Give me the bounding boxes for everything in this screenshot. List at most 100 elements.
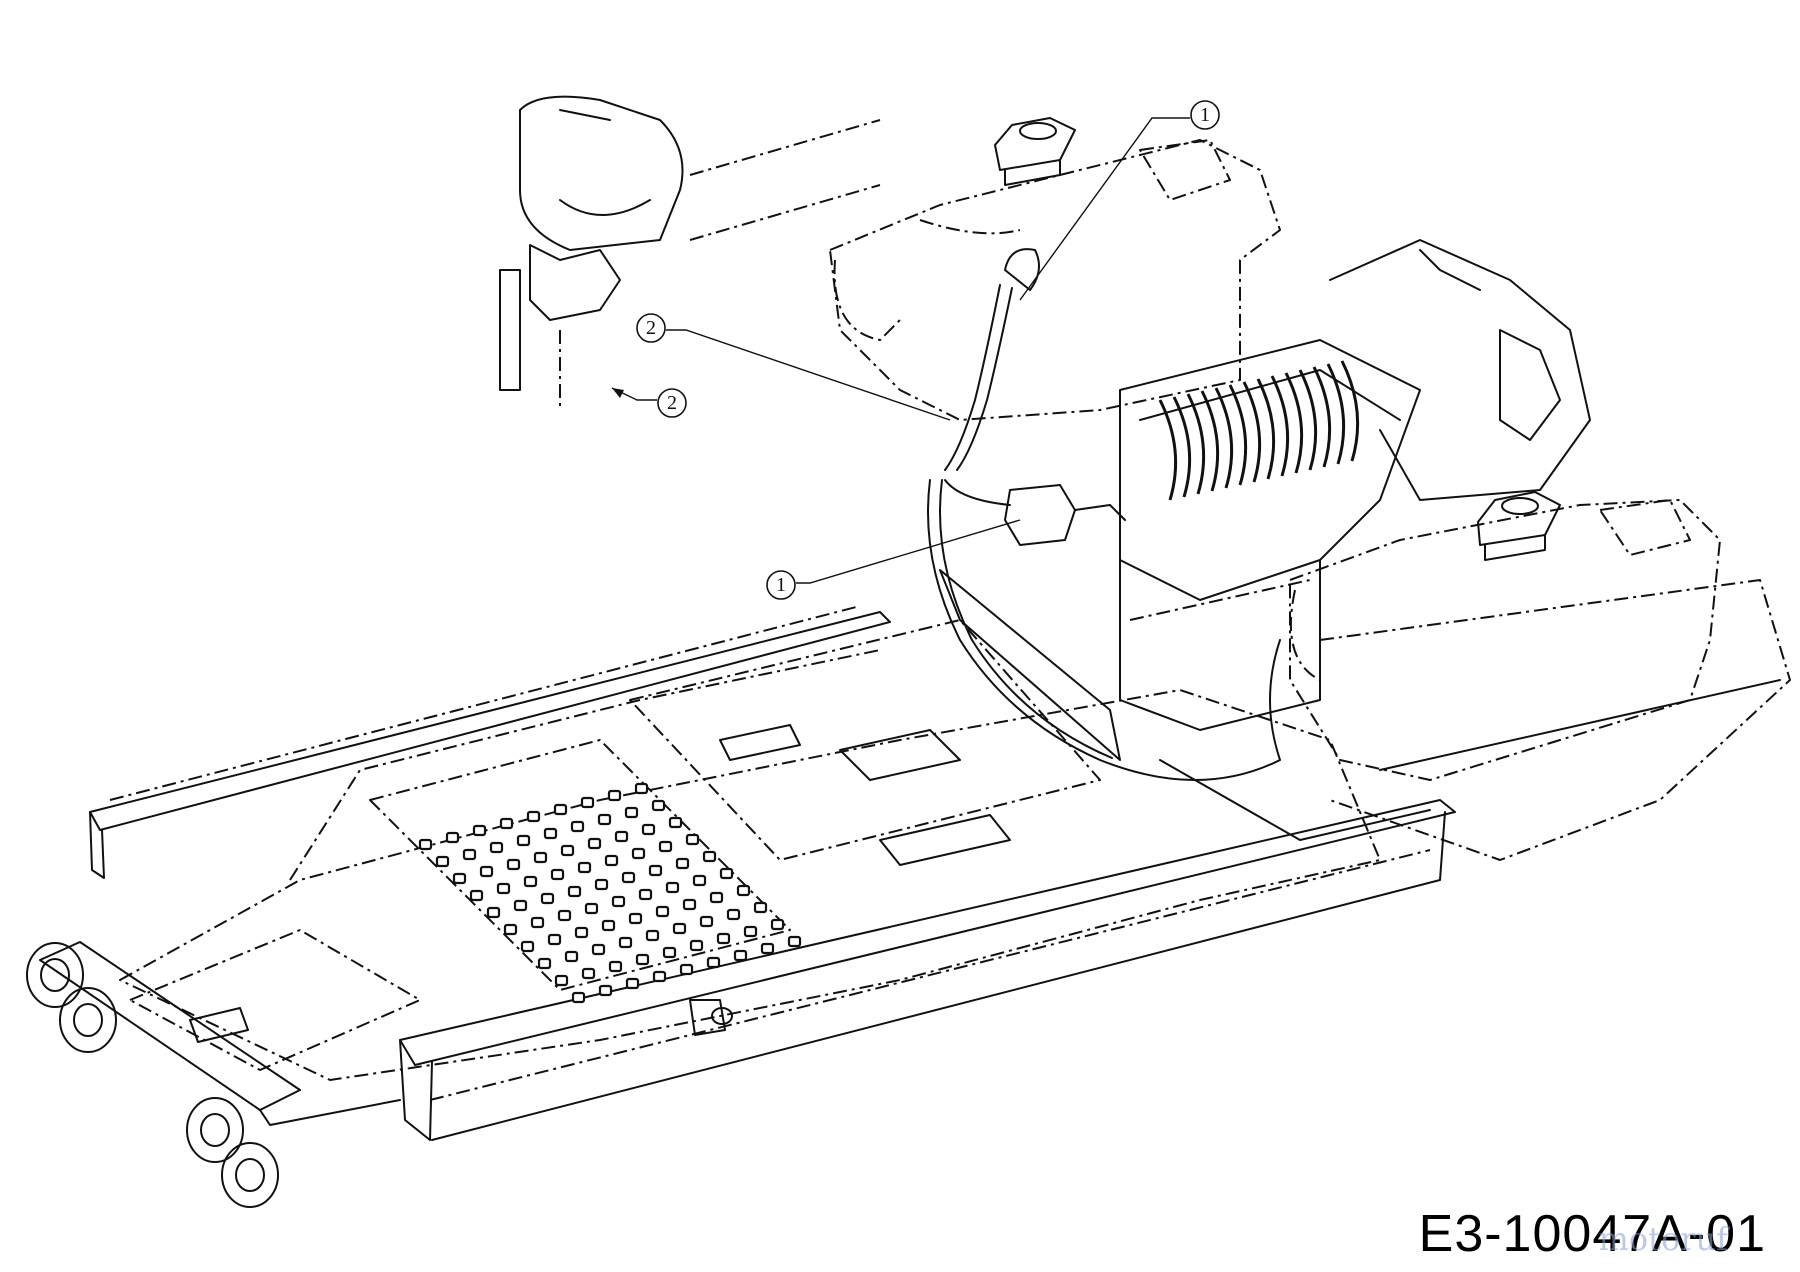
footplate-hole: [658, 840, 673, 853]
footplate-hole: [624, 806, 639, 819]
fan-grille-fin: [1270, 375, 1290, 477]
footplate-hole: [571, 991, 586, 1004]
footplate-hole: [594, 878, 609, 891]
footplate-hole: [526, 810, 541, 823]
fan-grille-fin: [1256, 378, 1276, 480]
footplate-hole: [668, 816, 683, 829]
footplate-hole: [445, 831, 460, 844]
footplate-hole: [604, 854, 619, 867]
fan-grille-fin: [1186, 393, 1206, 495]
fan-grille-fin: [1228, 384, 1248, 486]
footplate-hole: [560, 844, 575, 857]
air-cleaner: [499, 95, 881, 410]
footplate-hole: [591, 943, 606, 956]
footplate-hole: [520, 940, 535, 953]
footplate-hole: [641, 823, 656, 836]
chassis-frame: [39, 569, 1791, 1141]
fan-grille-fin: [1312, 366, 1332, 468]
footplate-hole: [665, 881, 680, 894]
perforated-footplate: [369, 739, 802, 1004]
footplate-hole: [540, 892, 555, 905]
footplate-hole: [597, 813, 612, 826]
footplate-hole: [489, 841, 504, 854]
footplate-hole: [648, 864, 663, 877]
footplate-hole: [672, 922, 687, 935]
callout-label: 2: [667, 392, 677, 414]
fan-grille-fin: [1340, 360, 1360, 462]
footplate-hole: [452, 872, 467, 885]
left-fuel-tank: [829, 117, 1281, 421]
footplate-hole: [631, 847, 646, 860]
footplate-hole: [770, 918, 785, 931]
footplate-hole: [655, 905, 670, 918]
callout-label: 1: [776, 574, 786, 596]
footplate-hole: [645, 929, 660, 942]
footplate-hole: [499, 817, 514, 830]
footplate-hole: [675, 857, 690, 870]
footplate-hole: [634, 782, 649, 795]
footplate-hole: [685, 833, 700, 846]
fan-grille-fin: [1172, 396, 1192, 498]
fan-grille-fin: [1242, 381, 1262, 483]
footplate-hole: [537, 957, 552, 970]
footplate-hole: [581, 967, 596, 980]
footplate-hole: [554, 974, 569, 987]
footplate-hole: [530, 916, 545, 929]
engine: [1119, 239, 1591, 731]
footplate-hole: [601, 919, 616, 932]
fan-grille-fin: [1158, 399, 1178, 501]
right-fuel-tank: [1289, 491, 1721, 781]
footplate-hole: [496, 882, 511, 895]
footplate-hole: [716, 932, 731, 945]
fan-grille-fin: [1200, 390, 1220, 492]
footplate-hole: [608, 960, 623, 973]
footplate-hole: [523, 875, 538, 888]
footplate-hole: [503, 923, 518, 936]
footplate-hole: [513, 899, 528, 912]
footplate-hole: [543, 827, 558, 840]
footplate-hole: [567, 885, 582, 898]
footplate-hole: [702, 850, 717, 863]
footplate-hole: [580, 796, 595, 809]
footplate-hole: [533, 851, 548, 864]
footplate-hole: [564, 950, 579, 963]
footplate-hole: [743, 925, 758, 938]
footplate-hole: [787, 935, 802, 948]
fan-grille-fin: [1326, 363, 1346, 465]
footplate-hole: [628, 912, 643, 925]
callout-label: 2: [646, 317, 656, 339]
footplate-hole: [679, 963, 694, 976]
seat-mounting-plate: [129, 619, 1101, 1071]
footplate-hole: [469, 889, 484, 902]
leader-lines: [611, 117, 1190, 584]
drawing-code: E3-10047A-01: [1418, 1205, 1766, 1263]
footplate-hole: [584, 902, 599, 915]
footplate-hole: [651, 799, 666, 812]
footplate-hole: [516, 834, 531, 847]
callout-2-top: 2: [636, 313, 666, 343]
footplate-hole: [692, 874, 707, 887]
footplate-hole: [418, 838, 433, 851]
footplate-hole: [587, 837, 602, 850]
callout-1-top: 1: [1190, 100, 1220, 130]
footplate-hole: [682, 898, 697, 911]
footplate-hole: [760, 942, 775, 955]
footplate-hole: [709, 891, 724, 904]
footplate-hole: [753, 901, 768, 914]
footplate-hole: [611, 895, 626, 908]
footplate-hole: [719, 867, 734, 880]
watermark-logo: motoruf: [1598, 1220, 1728, 1258]
fuel-hose-and-filter: [927, 248, 1281, 781]
footplate-hole: [557, 909, 572, 922]
footplate-hole: [547, 933, 562, 946]
fan-grille-fin: [1214, 387, 1234, 489]
footplate-hole: [736, 884, 751, 897]
footplate-hole: [706, 956, 721, 969]
footplate-hole: [652, 970, 667, 983]
footplate-hole: [607, 789, 622, 802]
footplate-hole: [621, 871, 636, 884]
footplate-hole: [598, 984, 613, 997]
footplate-hole: [506, 858, 521, 871]
fan-grille-fin: [1284, 372, 1304, 474]
